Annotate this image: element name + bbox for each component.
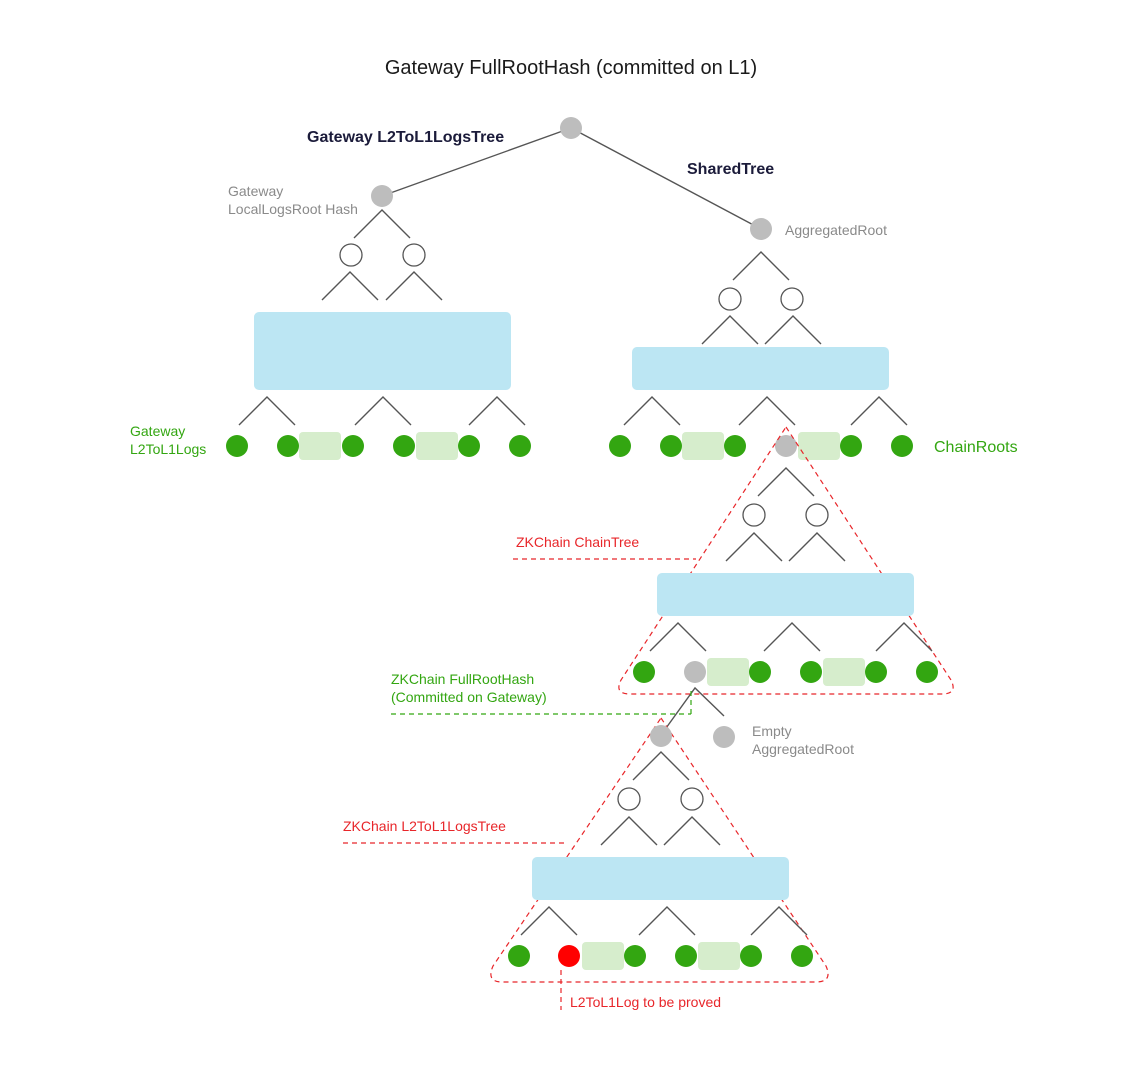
chain-root-leaf [840,435,862,457]
gateway-local-logs-root-node [371,185,393,207]
chaintree-leaf [916,661,938,683]
label-gateway-l2-logs-line1: Gateway [130,423,185,439]
gateway-leaf-gap [299,432,341,460]
label-zkchain-fullroothash-line1: ZKChain FullRootHash [391,671,534,687]
label-zkchain-fullroothash-line2: (Committed on Gateway) [391,689,547,705]
label-gateway-local-root-line2: LocalLogsRoot Hash [228,201,358,217]
zkchain-chaintree-highlight [618,425,954,695]
chain-root-leaf [660,435,682,457]
zkchain-logs-inner-node [617,787,641,811]
gateway-tree-body [254,312,511,390]
zkchain-logs-leaves [508,945,813,967]
shared-inner-node [780,287,804,311]
gateway-full-root-node [560,117,582,139]
empty-aggregated-root-node [713,726,735,748]
gateway-root-edges [381,127,762,230]
gateway-leaf [277,435,299,457]
zkchain-logs-inner-node [680,787,704,811]
chaintree-leaf [633,661,655,683]
gateway-leaves [226,435,531,457]
chain-root-leaf [724,435,746,457]
shared-inner-node [718,287,742,311]
chain-root-leaf [609,435,631,457]
label-gateway-local-root: Gateway LocalLogsRoot Hash [228,183,358,217]
label-gateway-l2-logs: Gateway L2ToL1Logs [130,423,206,457]
zkchain-logs-leaf [791,945,813,967]
shared-tree-edges [623,251,908,426]
chain-root-leaves [609,435,913,457]
shared-tree-body [632,347,889,390]
label-zkchain-logs-tree: ZKChain L2ToL1LogsTree [343,818,506,834]
label-gateway-l2-logs-line2: L2ToL1Logs [130,441,206,457]
zkchain-logs-leaf [675,945,697,967]
gateway-leaf [393,435,415,457]
chaintree-leaf-gap [823,658,865,686]
label-log-to-prove: L2ToL1Log to be proved [570,994,721,1010]
chain-root-leaf [891,435,913,457]
chaintree-body [657,573,914,616]
label-chain-roots: ChainRoots [934,439,1018,456]
gateway-inner-node [402,243,426,267]
label-empty-aggregated-root: Empty AggregatedRoot [752,723,854,757]
zkchain-logs-leaf-gap [698,942,740,970]
aggregated-root-node [750,218,772,240]
label-shared-tree: SharedTree [687,161,774,178]
label-zkchain-chaintree: ZKChain ChainTree [516,534,639,550]
gateway-leaf-gap [416,432,458,460]
label-zkchain-fullroothash: ZKChain FullRootHash (Committed on Gatew… [391,671,547,705]
zkchain-logs-root-node [650,725,672,747]
zkchain-logs-leaf [740,945,762,967]
chaintree-leaf-gap [707,658,749,686]
zkchain-full-root-node [684,661,706,683]
zkchain-logs-tree-edges [520,751,808,936]
diagram-title: Gateway FullRootHash (committed on L1) [385,57,757,79]
zkchain-chain-root-node [775,435,797,457]
chaintree-leaf [749,661,771,683]
chaintree-edges [649,467,933,652]
label-aggregated-root: AggregatedRoot [785,222,887,238]
zkchain-logs-tree-body [532,857,789,900]
zkchain-logs-leaf [508,945,530,967]
gateway-inner-node [339,243,363,267]
gateway-tree-edges [238,209,526,426]
label-gateway-local-root-line1: Gateway [228,183,283,199]
zkchain-logs-tree-highlight [490,716,829,983]
chaintree-leaf [800,661,822,683]
label-gateway-logs-tree: Gateway L2ToL1LogsTree [307,129,504,146]
label-empty-aggregated-root-line1: Empty [752,723,792,739]
gateway-leaf [458,435,480,457]
gateway-leaf [342,435,364,457]
chaintree-leaf [865,661,887,683]
zkchain-logs-leaf-gap [582,942,624,970]
zkchain-full-root-edges [660,686,725,736]
log-to-prove-leaf [558,945,580,967]
label-empty-aggregated-root-line2: AggregatedRoot [752,741,854,757]
shared-leaf-gap [682,432,724,460]
chaintree-inner-node [742,503,766,527]
shared-leaf-gap [798,432,840,460]
chaintree-inner-node [805,503,829,527]
zkchain-logs-leaf [624,945,646,967]
gateway-leaf [509,435,531,457]
chaintree-leaves [633,661,938,683]
gateway-leaf [226,435,248,457]
